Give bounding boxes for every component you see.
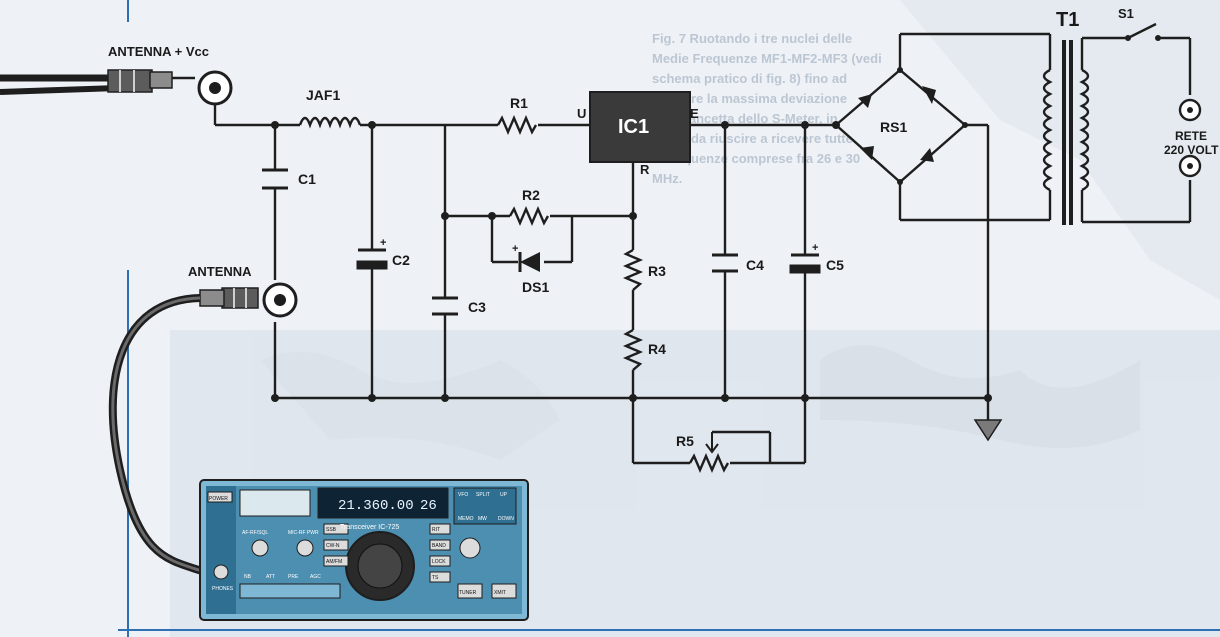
radio-mode-amfm: AM/FM [326, 559, 342, 565]
ic1-pin-r: R [640, 162, 650, 177]
radio-side-tuner: TUNER [459, 590, 477, 596]
radio-func-mw: MW [478, 516, 487, 522]
wires [0, 32, 1192, 465]
radio-side-band: BAND [432, 543, 446, 549]
radio-func-up: UP [500, 492, 508, 498]
c5-label: C5 [826, 257, 844, 273]
antenna-vcc-label: ANTENNA + Vcc [108, 44, 209, 59]
resistor-r3 [622, 248, 644, 291]
r3-label: R3 [648, 263, 666, 279]
svg-text:+: + [812, 242, 818, 254]
radio-mode-ssb: SSB [326, 527, 337, 533]
radio-model: Transceiver IC-725 [340, 524, 399, 531]
svg-text:+: + [380, 237, 386, 249]
radio-power-label: POWER [209, 496, 228, 502]
radio-display [317, 487, 449, 519]
ds1-label: DS1 [522, 279, 549, 295]
radio-side-rit: RIT [432, 527, 440, 533]
radio-phones-label: PHONES [212, 586, 234, 592]
radio-side-lock: LOCK [432, 559, 446, 565]
c1-label: C1 [298, 171, 316, 187]
inductor-jaf1 [298, 116, 362, 129]
r4-label: R4 [648, 341, 666, 357]
radio-side-xmit: XMIT [494, 590, 506, 596]
capacitor-c5 [789, 253, 821, 274]
capacitor-c2 [356, 248, 388, 270]
ic1-pin-u: U [577, 106, 586, 121]
capacitor-c4 [712, 253, 738, 273]
radio-row-nb: NB [244, 574, 252, 580]
resistor-r2 [508, 205, 550, 227]
trimmer-r5 [688, 452, 730, 474]
radio-func-memo: MEMO [458, 516, 474, 522]
ic1-pin-e: E [690, 106, 699, 121]
r5-label: R5 [676, 433, 694, 449]
radio-channel: 26 [420, 498, 437, 514]
radio-row-att: ATT [266, 574, 275, 580]
switch-s1 [1125, 22, 1161, 41]
s1-label: S1 [1118, 6, 1134, 21]
transformer-t1 [1042, 68, 1090, 192]
c4-label: C4 [746, 257, 764, 273]
ic1-label: IC1 [618, 116, 649, 138]
radio-row-pre: PRE [288, 574, 299, 580]
radio-mode-cwn: CW-N [326, 543, 340, 549]
bnc-connector-lower [199, 282, 298, 318]
radio-func-split: SPLIT [476, 492, 490, 498]
r2-label: R2 [522, 187, 540, 203]
c3-label: C3 [468, 299, 486, 315]
junction-dots [271, 67, 992, 402]
radio-func-down: DOWN [498, 516, 514, 522]
jaf1-label: JAF1 [306, 87, 340, 103]
radio-row-agc: AGC [310, 574, 321, 580]
r1-label: R1 [510, 95, 528, 111]
radio-func-vfo: VFO [458, 492, 468, 498]
rs1-label: RS1 [880, 119, 907, 135]
svg-text:+: + [512, 243, 518, 255]
resistor-r4 [622, 328, 644, 371]
diode-ds1 [518, 252, 540, 272]
capacitor-c3 [432, 296, 458, 316]
capacitor-c1 [262, 168, 288, 190]
radio-af-label: AF-RF/SQL [242, 530, 268, 536]
t1-label: T1 [1056, 9, 1079, 31]
transceiver-radio [199, 479, 529, 621]
rete-volt-label: 220 VOLT [1164, 143, 1219, 157]
c2-label: C2 [392, 252, 410, 268]
ic1-regulator [589, 91, 691, 163]
antenna-label: ANTENNA [188, 264, 252, 279]
bnc-connector-upper [107, 69, 233, 106]
radio-side-ts: TS [432, 575, 439, 581]
radio-frequency: 21.360.00 [338, 498, 414, 514]
resistor-r1 [496, 114, 538, 136]
mains-terminals [1178, 98, 1202, 178]
bridge-rectifier-rs1 [834, 68, 967, 184]
radio-mic-label: MIC-RF PWR [288, 530, 319, 536]
rete-label: RETE [1175, 129, 1207, 143]
